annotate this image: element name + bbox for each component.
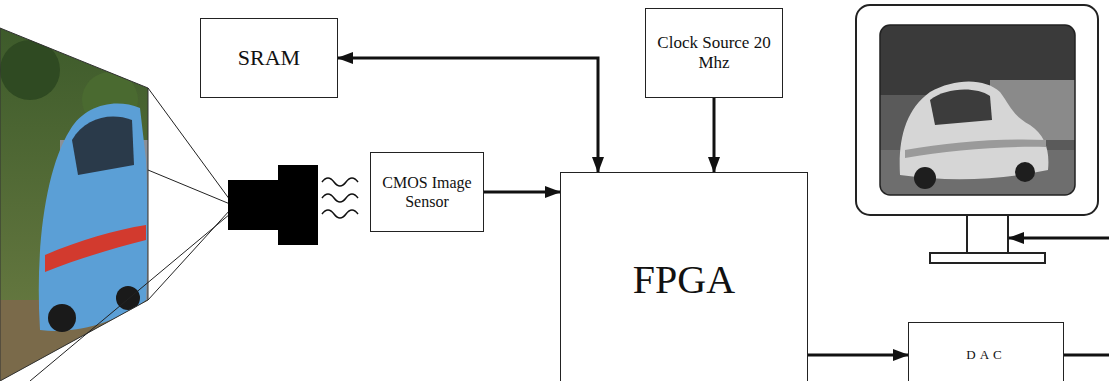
light-waves <box>322 178 358 218</box>
camera-symbol <box>228 165 318 245</box>
monitor-symbol <box>856 5 1098 263</box>
dac-box: DAC <box>908 322 1064 381</box>
box-label: Clock Source 20 Mhz <box>653 33 775 74</box>
scene-photo <box>0 20 150 381</box>
box-label: SRAM <box>238 45 300 71</box>
box-label: FPGA <box>633 256 735 304</box>
box-label: CMOS Image Sensor <box>371 173 483 211</box>
clock-box: Clock Source 20 Mhz <box>645 8 783 98</box>
box-label: DAC <box>966 347 1005 363</box>
projection-lines <box>30 88 230 381</box>
signal-arrow <box>713 98 716 172</box>
sensor-box: CMOS Image Sensor <box>370 152 484 232</box>
signal-arrow <box>808 354 908 357</box>
signal-arrow <box>484 191 560 194</box>
fpga-box: FPGA <box>560 172 808 381</box>
memory-box: SRAM <box>200 18 338 98</box>
